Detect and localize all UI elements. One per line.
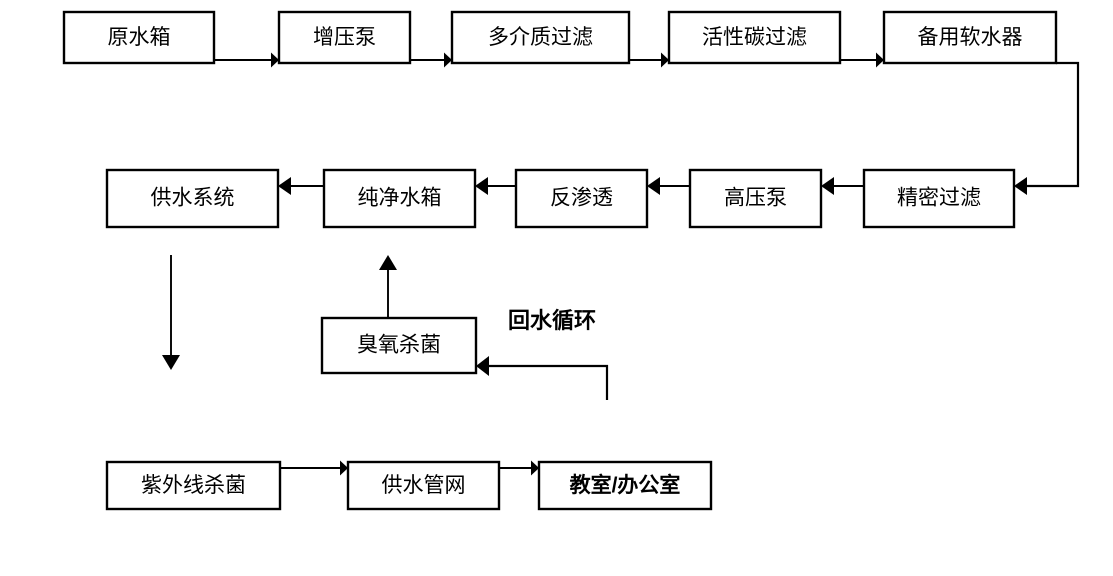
node-label-precision-filter: 精密过滤: [897, 187, 981, 210]
edge-raw-to-booster: [214, 52, 279, 68]
edge-multimedia-to-carbon: [629, 52, 669, 68]
edge-layer: [162, 52, 1080, 476]
free-label-layer: 回水循环: [508, 308, 596, 333]
edge-puretank-to-supply: [278, 177, 324, 195]
node-raw-water-tank[interactable]: 原水箱: [62, 10, 216, 65]
node-label-reverse-osmosis: 反渗透: [550, 187, 613, 210]
node-label-pure-water-tank: 纯净水箱: [358, 187, 442, 210]
node-label-water-supply-system: 供水系统: [151, 187, 235, 210]
node-ozone-sterilizer[interactable]: 臭氧杀菌: [320, 316, 478, 375]
edge-uv-to-pipenetwork: [280, 460, 348, 476]
edge-return-to-ozone: [476, 356, 609, 400]
node-label-raw-water-tank: 原水箱: [108, 26, 171, 49]
node-label-uv-sterilizer: 紫外线杀菌: [141, 474, 246, 497]
node-supply-pipe-network[interactable]: 供水管网: [346, 460, 501, 511]
node-uv-sterilizer[interactable]: 紫外线杀菌: [105, 460, 282, 511]
edge-precision-to-hpump: [821, 177, 864, 195]
node-layer: 原水箱 增压泵 多介质过滤 活性碳过滤 备用软水器 供水系统: [62, 10, 1058, 511]
node-label-standby-softener: 备用软水器: [918, 26, 1023, 49]
node-reverse-osmosis[interactable]: 反渗透: [514, 168, 649, 229]
edge-ozone-to-puretank: [379, 255, 397, 318]
node-label-classroom-office: 教室/办公室: [570, 473, 681, 497]
node-precision-filter[interactable]: 精密过滤: [862, 168, 1016, 229]
node-label-activated-carbon: 活性碳过滤: [702, 26, 807, 49]
node-booster-pump[interactable]: 增压泵: [277, 10, 412, 65]
return-loop-label: 回水循环: [508, 308, 596, 333]
node-water-supply-system[interactable]: 供水系统: [105, 168, 280, 229]
node-multimedia-filter[interactable]: 多介质过滤: [450, 10, 631, 65]
node-pure-water-tank[interactable]: 纯净水箱: [322, 168, 477, 229]
node-classroom-office[interactable]: 教室/办公室: [537, 460, 713, 511]
node-label-ozone-sterilizer: 臭氧杀菌: [357, 334, 441, 357]
edge-softener-to-precision: [1014, 61, 1080, 195]
node-label-high-pressure-pump: 高压泵: [724, 187, 787, 210]
node-label-booster-pump: 增压泵: [313, 26, 376, 49]
edge-hpump-to-ro: [647, 177, 690, 195]
node-standby-softener[interactable]: 备用软水器: [882, 10, 1058, 65]
node-high-pressure-pump[interactable]: 高压泵: [688, 168, 823, 229]
edge-ro-to-puretank: [475, 177, 516, 195]
edge-supply-down: [162, 255, 180, 370]
node-activated-carbon[interactable]: 活性碳过滤: [667, 10, 842, 65]
node-label-multimedia-filter: 多介质过滤: [488, 26, 593, 49]
node-label-supply-pipe-network: 供水管网: [382, 474, 466, 497]
edge-booster-to-multimedia: [410, 52, 452, 68]
edge-carbon-to-softener: [840, 52, 884, 68]
edge-pipenetwork-to-room: [499, 460, 539, 476]
